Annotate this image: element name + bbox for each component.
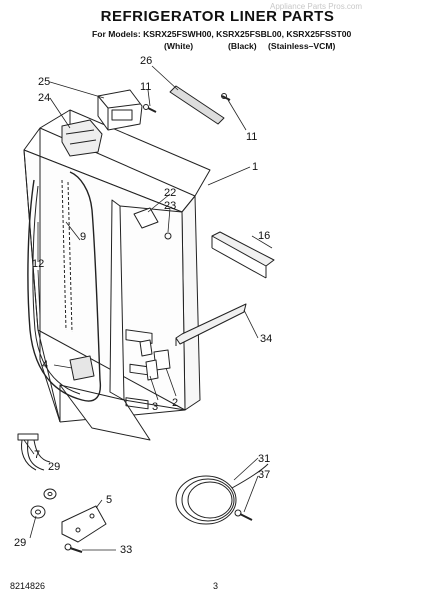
watermark: Appliance Parts Pros.com — [270, 2, 363, 11]
tubing-coil-part — [175, 463, 269, 525]
trim-strip-part — [169, 85, 225, 125]
callout-label: 24 — [38, 92, 50, 104]
grommet-part — [30, 505, 46, 519]
callout-label: 23 — [164, 200, 176, 212]
callout-label: 3 — [152, 401, 158, 413]
part-4 — [69, 355, 95, 381]
callout-label: 7 — [34, 449, 40, 461]
liner-body — [23, 109, 211, 441]
callout-label: 29 — [14, 537, 26, 549]
callout-label: 29 — [48, 461, 60, 473]
wire-harness-part — [17, 433, 51, 471]
screw-part — [69, 547, 83, 553]
control-housing-part — [61, 89, 143, 157]
callout-label: 33 — [120, 544, 132, 556]
screw-part — [164, 232, 172, 240]
doc-number: 8214826 — [10, 581, 46, 591]
models-line: For Models: KSRX25FSWH00, KSRX25FSBL00, … — [92, 29, 352, 39]
page-title: REFRIGERATOR LINER PARTS — [100, 8, 335, 25]
insert-parts — [139, 339, 171, 381]
screw-part — [143, 93, 231, 113]
callout-label: 1 — [252, 161, 258, 173]
page-number: 3 — [213, 581, 219, 591]
callout-label: 4 — [42, 359, 48, 371]
hinge-cover-part — [61, 505, 107, 543]
callout-label: 12 — [32, 258, 44, 270]
callout-label: 37 — [258, 469, 270, 481]
grommet-part — [43, 488, 57, 500]
callout-label: 9 — [80, 231, 86, 243]
callout-label: 34 — [260, 333, 272, 345]
screw-part — [239, 513, 253, 521]
rail-part-34 — [175, 303, 247, 345]
callout-label: 22 — [164, 187, 176, 199]
callout-label: 5 — [106, 494, 112, 506]
bracket-part — [133, 207, 159, 229]
variant-black: (Black) — [228, 41, 257, 51]
rail-part-16 — [211, 231, 275, 267]
callout-label: 11 — [140, 81, 151, 93]
variant-stainless: (Stainless–VCM) — [268, 41, 336, 51]
callout-label: 31 — [258, 453, 270, 465]
callout-label: 25 — [38, 76, 50, 88]
callout-label: 2 — [172, 397, 178, 409]
variant-white: (White) — [164, 41, 194, 51]
callout-label: 11 — [246, 131, 257, 143]
callout-label: 16 — [258, 230, 270, 242]
leader-lines — [23, 65, 273, 551]
callout-label: 26 — [140, 55, 152, 67]
